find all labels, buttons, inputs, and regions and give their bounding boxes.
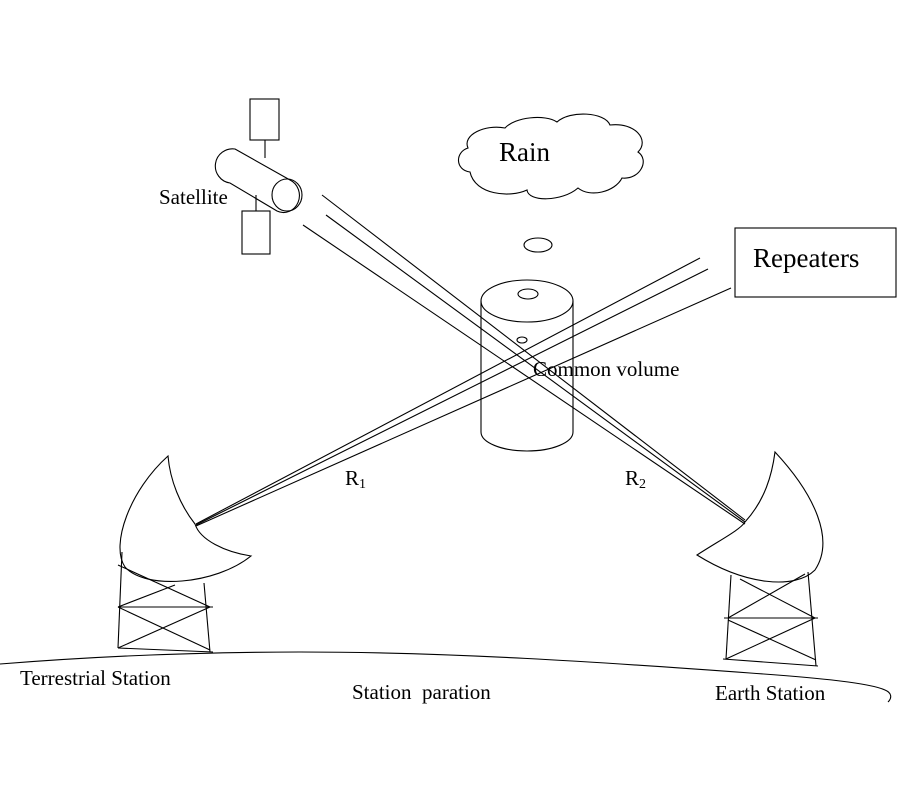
repeaters-label: Repeaters bbox=[753, 243, 859, 273]
tower-brace-4 bbox=[725, 617, 816, 660]
terrestrial-dish bbox=[119, 454, 253, 582]
solar-panel-top bbox=[249, 98, 280, 141]
rep-beam-2 bbox=[195, 268, 709, 526]
common-volume-cylinder bbox=[480, 279, 574, 452]
cylinder-top-hole bbox=[517, 288, 539, 300]
cylinder-bottom bbox=[480, 431, 574, 452]
tower-brace-3 bbox=[117, 606, 211, 651]
terrestrial-station bbox=[117, 454, 253, 653]
rain-drop-ellipse bbox=[523, 237, 553, 253]
cloud-outline bbox=[457, 113, 644, 200]
tower-brace-3 bbox=[727, 619, 817, 661]
terrestrial-station-label: Terrestrial Station bbox=[20, 666, 171, 690]
tower-base bbox=[117, 647, 214, 653]
tower-left-leg bbox=[117, 551, 123, 649]
station-separation-label: Station paration bbox=[352, 680, 491, 704]
rain-cloud: Rain bbox=[457, 113, 644, 253]
sat-beam-3 bbox=[302, 224, 746, 525]
tower-base bbox=[722, 658, 819, 667]
ground-arc bbox=[0, 651, 892, 703]
repeaters-box bbox=[734, 227, 897, 298]
r1-label: R1 bbox=[345, 466, 366, 492]
tower-brace-1 bbox=[117, 564, 211, 608]
rep-beam-3 bbox=[195, 287, 732, 527]
satellite-body bbox=[214, 148, 300, 214]
earth-dish bbox=[695, 450, 824, 583]
rain-label: Rain bbox=[499, 137, 550, 167]
tower-brace-1 bbox=[739, 578, 816, 619]
small-drop bbox=[516, 336, 528, 344]
repeaters: Repeaters bbox=[734, 227, 897, 298]
tower-left-leg bbox=[725, 574, 732, 660]
sat-beam-2 bbox=[325, 214, 746, 523]
cylinder-top bbox=[480, 279, 574, 323]
common-volume-label: Common volume bbox=[533, 357, 679, 381]
sat-beam-1 bbox=[321, 194, 746, 521]
r2-label: R2 bbox=[625, 466, 646, 492]
satellite-body-end bbox=[271, 178, 303, 212]
repeater-beams bbox=[195, 257, 732, 527]
tower-right-leg bbox=[203, 582, 211, 653]
tower-brace-2 bbox=[727, 573, 806, 619]
satellite-beams bbox=[302, 194, 746, 525]
solar-panel-bottom bbox=[241, 210, 271, 255]
rep-beam-1 bbox=[195, 257, 701, 525]
earth-station bbox=[695, 450, 824, 667]
earth-station-label: Earth Station bbox=[715, 681, 826, 705]
tower-brace-2 bbox=[117, 584, 176, 608]
tower-brace-4 bbox=[117, 606, 211, 649]
satellite: Satellite bbox=[159, 98, 303, 255]
satellite-label: Satellite bbox=[159, 185, 228, 209]
